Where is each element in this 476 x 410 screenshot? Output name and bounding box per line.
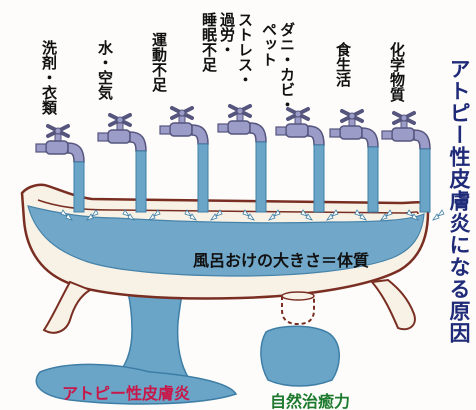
water-stream bbox=[197, 143, 209, 213]
water-drop-icon bbox=[354, 209, 393, 221]
tub-foot-right bbox=[370, 278, 416, 331]
cause-label-c1: 洗剤・衣類 bbox=[40, 40, 58, 115]
overflow-puddle bbox=[35, 363, 238, 405]
faucet-icon bbox=[159, 106, 209, 145]
overflow-label: アトピー性皮膚炎 bbox=[62, 384, 191, 403]
water-drop-icon bbox=[242, 209, 281, 221]
bathtub-caption: 風呂おけの大きさ＝体質 bbox=[193, 251, 370, 270]
tub-foot-left bbox=[42, 280, 93, 334]
faucet-icon bbox=[97, 113, 147, 152]
drain-label: 自然治癒力 bbox=[270, 392, 351, 410]
water-drop-icon bbox=[406, 209, 445, 221]
water-drop-icon bbox=[300, 209, 339, 221]
water-stream bbox=[135, 150, 147, 213]
faucet-icon bbox=[35, 124, 85, 163]
water-drop-icon bbox=[60, 209, 99, 221]
water-stream bbox=[419, 148, 431, 213]
faucet-icon bbox=[381, 111, 431, 150]
water-drop-icon bbox=[184, 209, 223, 221]
diagram-title: アトピー性皮膚炎になる原因 bbox=[447, 58, 471, 344]
faucets-group bbox=[35, 104, 445, 221]
bathtub-rim bbox=[37, 199, 419, 215]
drain-puddle bbox=[260, 325, 340, 387]
water-stream bbox=[73, 161, 85, 213]
faucet-icon bbox=[217, 104, 267, 143]
faucet-icon bbox=[275, 107, 325, 146]
cause-label-c5: ダニ・カビ・ ペット bbox=[260, 22, 296, 112]
cause-label-c2: 水・空気 bbox=[96, 40, 114, 100]
cause-label-c7: 化学物質 bbox=[388, 42, 406, 102]
water-drop-icon bbox=[122, 209, 161, 221]
faucet-icon bbox=[329, 109, 379, 148]
water-stream bbox=[313, 144, 325, 213]
cause-label-c6: 食生活 bbox=[334, 42, 352, 87]
drain-pipe-icon bbox=[281, 291, 315, 326]
cause-label-c4: ストレス・ 過労・ 睡眠不足 bbox=[200, 12, 254, 87]
water-stream bbox=[367, 146, 379, 213]
cause-label-c3: 運動不足 bbox=[150, 32, 168, 92]
water-stream bbox=[255, 141, 267, 213]
